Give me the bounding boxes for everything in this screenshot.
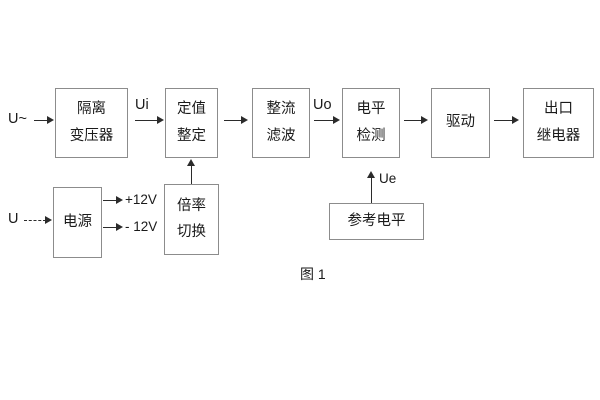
block-isolation-transformer: 隔离 变压器 [55, 88, 128, 158]
block-drive: 驱动 [431, 88, 490, 158]
block-output-relay: 出口 继电器 [523, 88, 594, 158]
block-rectify-filter-line1: 整流 [266, 101, 296, 118]
input-signal-label-dc: U [8, 211, 19, 227]
connector-input-dc-line [24, 220, 46, 221]
arrow-rail-negative-icon [116, 223, 123, 231]
block-rectify-filter-line2: 滤波 [266, 127, 296, 144]
connector-ui-line [135, 120, 158, 121]
block-isolation-transformer-line1: 隔离 [77, 101, 106, 118]
arrow-input-ac-icon [47, 116, 54, 124]
connector-rail-negative-line [103, 227, 117, 228]
block-reference-level-line1: 参考电平 [347, 212, 406, 229]
arrow-rail-positive-icon [116, 196, 123, 204]
block-setting-value: 定值 整定 [165, 88, 218, 158]
block-reference-level: 参考电平 [329, 203, 424, 240]
connector-setting-to-rectify-line [224, 120, 242, 121]
block-level-detection-line2: 检测 [356, 127, 386, 144]
connector-ratio-to-setting-line [191, 166, 192, 184]
connector-ue-line [371, 178, 372, 203]
connector-input-ac-line [34, 120, 48, 121]
signal-label-ui: Ui [135, 97, 149, 113]
connector-drive-to-relay-line [494, 120, 513, 121]
input-signal-label-ac: U~ [8, 111, 27, 127]
block-setting-value-line1: 定值 [177, 101, 206, 118]
block-setting-value-line2: 整定 [177, 127, 206, 144]
arrow-setting-to-rectify-icon [241, 116, 248, 124]
block-rectify-filter: 整流 滤波 [252, 88, 310, 158]
block-level-detection-line1: 电平 [356, 101, 386, 118]
block-power-supply: 电源 [53, 187, 102, 258]
signal-label-ue: Ue [379, 171, 397, 186]
block-isolation-transformer-line2: 变压器 [69, 127, 114, 144]
block-ratio-switch-line1: 倍率 [177, 197, 206, 214]
arrow-ratio-to-setting-icon [187, 159, 195, 166]
arrow-drive-to-relay-icon [512, 116, 519, 124]
block-output-relay-line2: 继电器 [536, 127, 581, 144]
block-drive-line1: 驱动 [446, 114, 475, 131]
block-ratio-switch-line2: 切换 [177, 224, 206, 240]
arrow-ue-icon [367, 171, 375, 178]
arrow-uo-icon [333, 116, 340, 124]
block-ratio-switch: 倍率 切换 [164, 184, 219, 255]
block-level-detection: 电平 检测 [342, 88, 400, 158]
connector-uo-line [314, 120, 334, 121]
figure-caption: 图 1 [300, 266, 326, 282]
arrow-ui-icon [157, 116, 164, 124]
block-power-supply-line1: 电源 [63, 213, 92, 230]
connector-rail-positive-line [103, 200, 117, 201]
rail-label-negative: - 12V [125, 219, 158, 234]
arrow-level-to-drive-icon [421, 116, 428, 124]
rail-label-positive: +12V [125, 192, 157, 207]
signal-label-uo: Uo [313, 97, 332, 113]
block-output-relay-line1: 出口 [544, 101, 573, 118]
connector-level-to-drive-line [404, 120, 422, 121]
arrow-input-dc-icon [45, 216, 52, 224]
